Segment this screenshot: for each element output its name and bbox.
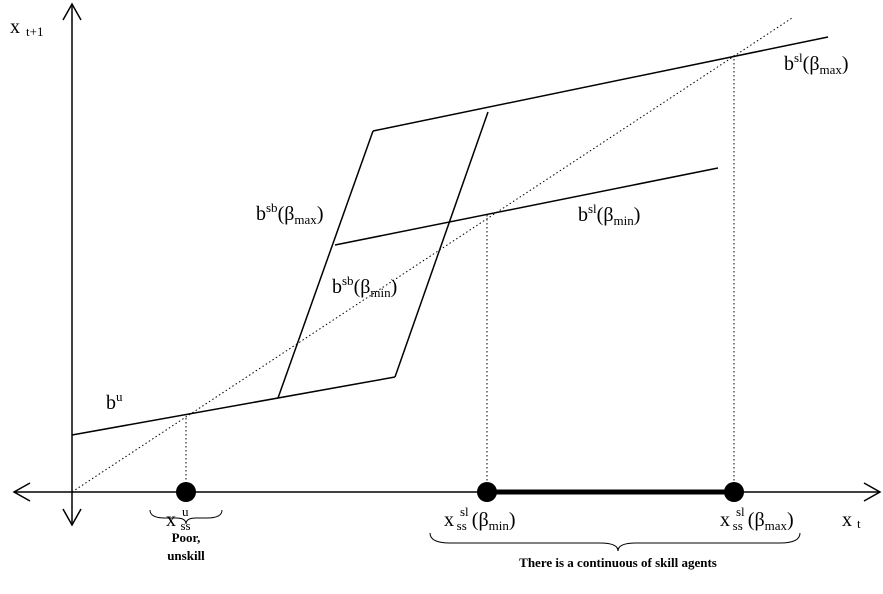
curve-bsl-min [334,167,719,246]
label-bu: bu [106,389,123,414]
annotation-unskill: unskill [167,548,205,563]
curve-bsb-max [394,111,489,378]
forty-five-degree-line [71,17,793,493]
curve-bsl-max [372,36,829,132]
drop-lines [185,55,735,492]
x-axis-left-arrow [12,482,31,502]
brace-poor [149,509,223,525]
curves [71,36,829,436]
axes [12,2,882,527]
label-bsb-min: bsb(βmin) [332,273,397,300]
annotation-continuous: There is a continuous of skill agents [519,555,717,570]
annotation-poor: Poor, [172,530,201,545]
curve-bu [71,376,396,436]
label-bsl-min: bsl(βmin) [578,201,640,228]
x-axis-right-arrow [863,482,882,502]
brace-continuous [429,532,801,552]
label-bsb-max: bsb(βmax) [256,200,323,227]
point-xsl-min [477,482,497,502]
label-bsl-max: bsl(βmax) [784,50,849,77]
curve-bsb-min [277,130,374,399]
y-axis-top-arrow [62,2,82,21]
point-xsl-max [724,482,744,502]
point-xu-ss [176,482,196,502]
y-axis-bottom-arrow [62,508,82,527]
